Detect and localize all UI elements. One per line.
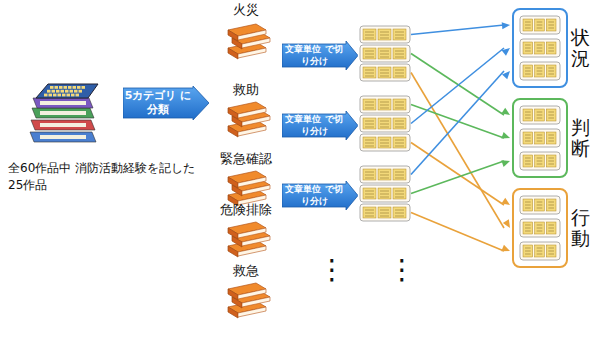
category-label: 救助 xyxy=(214,82,278,98)
category-node: 危険排除 xyxy=(210,202,282,218)
document-item xyxy=(360,166,410,183)
book-icon xyxy=(228,283,270,318)
document-item xyxy=(360,64,410,81)
sorting-line xyxy=(411,25,504,35)
sorting-line xyxy=(411,73,504,229)
book-stack-icon xyxy=(30,84,98,142)
book-icon xyxy=(228,24,270,59)
document-item xyxy=(520,106,560,124)
category-label: 危険排除 xyxy=(210,202,282,218)
document-item xyxy=(520,152,560,170)
arrowhead xyxy=(501,132,510,139)
category-label: 救急 xyxy=(214,263,278,279)
document-item xyxy=(360,204,410,221)
document-item xyxy=(520,129,560,147)
arrow-label: 文章単位 で切り分け xyxy=(282,41,346,67)
sorting-line xyxy=(411,105,504,139)
category-node: 火災 xyxy=(214,2,278,18)
result-box: 判断 xyxy=(512,98,568,178)
category-node: 緊急確認 xyxy=(210,151,282,167)
arrow-label: 5カテゴリ に分類 xyxy=(123,86,193,117)
ellipsis-mark: ⋮ xyxy=(318,256,346,284)
ellipsis-mark: ⋮ xyxy=(388,256,416,284)
arrowhead xyxy=(502,48,510,56)
document-item xyxy=(520,196,560,214)
document-item xyxy=(520,39,560,57)
arrowhead xyxy=(503,219,510,228)
process-arrow: 文章単位 で切り分け xyxy=(282,41,358,70)
sorting-line xyxy=(411,213,504,252)
document-item xyxy=(360,115,410,132)
book-icon xyxy=(228,171,270,206)
arrow-label: 文章単位 で切り分け xyxy=(282,181,346,207)
arrowhead xyxy=(501,198,510,205)
document-item xyxy=(360,26,410,43)
book-icon xyxy=(228,222,270,257)
category-label: 火災 xyxy=(214,2,278,18)
arrowhead xyxy=(501,108,510,115)
source-caption: 全60作品中 消防活動経験を記した25作品 xyxy=(8,160,208,195)
result-box: 状況 xyxy=(512,8,568,88)
document-item xyxy=(360,96,410,113)
result-heading: 判断 xyxy=(571,117,590,159)
document-stacks xyxy=(360,16,560,260)
document-item xyxy=(360,185,410,202)
arrowhead xyxy=(502,71,510,79)
result-box: 行動 xyxy=(512,188,568,268)
arrowhead xyxy=(502,22,510,29)
category-node: 救急 xyxy=(214,263,278,279)
document-item xyxy=(520,16,560,34)
process-arrow: 文章単位 で切り分け xyxy=(282,111,358,140)
sorting-line xyxy=(411,54,504,116)
document-item xyxy=(360,45,410,62)
book-icon xyxy=(228,102,270,137)
category-node: 救助 xyxy=(214,82,278,98)
result-heading: 状況 xyxy=(571,27,590,69)
sorting-line xyxy=(411,143,504,206)
process-arrow: 5カテゴリ に分類 xyxy=(123,86,209,120)
sorting-lines xyxy=(411,22,510,251)
result-heading: 行動 xyxy=(571,207,590,249)
cover-grid xyxy=(44,86,85,96)
category-label: 緊急確認 xyxy=(210,151,282,167)
process-arrow: 文章単位 で切り分け xyxy=(282,181,358,210)
arrowhead xyxy=(501,160,510,167)
sorting-line xyxy=(411,71,504,175)
arrow-label: 文章単位 で切り分け xyxy=(282,111,346,137)
document-item xyxy=(520,62,560,80)
arrowhead xyxy=(501,245,510,251)
sorting-line xyxy=(411,161,504,194)
document-item xyxy=(360,134,410,151)
document-item xyxy=(520,242,560,260)
document-item xyxy=(520,219,560,237)
